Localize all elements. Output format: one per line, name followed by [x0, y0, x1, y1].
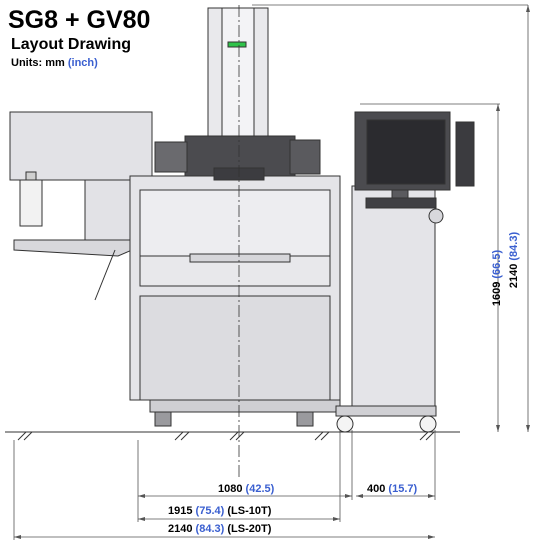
indicator-light — [227, 41, 247, 48]
dim-monitor-width: 400 (15.7) — [367, 483, 418, 495]
drawing-subtitle: Layout Drawing — [11, 36, 132, 53]
page-title: SG8 + GV80 — [8, 6, 151, 34]
dim-height-table: 1609 (66.5) — [491, 249, 503, 307]
monitor-stand — [335, 111, 475, 433]
machine-body — [129, 175, 341, 427]
floor-line — [5, 431, 460, 441]
left-side-unit — [9, 111, 153, 301]
dim-height-total: 2140 (84.3) — [508, 231, 520, 289]
units-label: Units: mm (inch) — [11, 57, 98, 69]
column-head — [154, 7, 321, 181]
dim-total-ls20t: 2140 (84.3) (LS-20T) — [168, 523, 272, 535]
dimension-arrows — [14, 5, 530, 539]
dim-machine-width: 1080 (42.5) — [218, 483, 275, 495]
dim-total-ls10t: 1915 (75.4) (LS-10T) — [168, 505, 272, 517]
dimension-guides — [13, 4, 529, 540]
